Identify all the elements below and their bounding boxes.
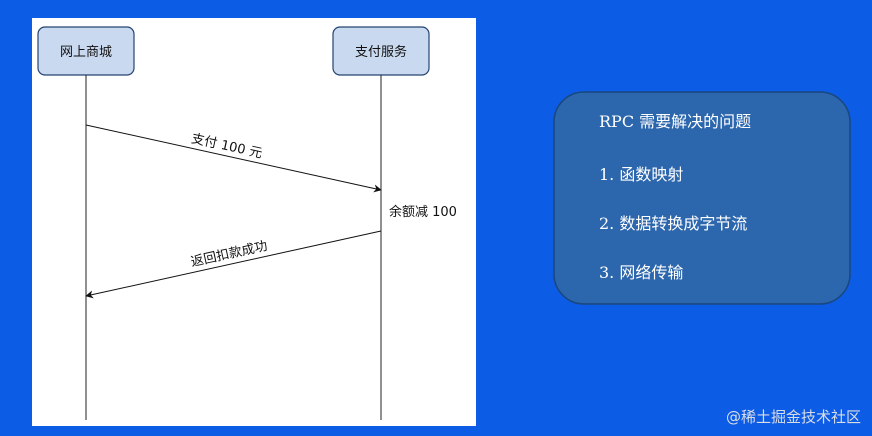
rpc-panel-item-1: 1. 函数映射 [599,165,683,184]
diagram-area [32,18,476,426]
rpc-panel-item-2: 2. 数据转换成字节流 [599,214,747,233]
actor-pay-label: 支付服务 [355,44,407,60]
actor-pay: 支付服务 [332,26,430,76]
rpc-panel-box [553,91,851,305]
actor-mall-label: 网上商城 [60,45,112,60]
rpc-panel: RPC 需要解决的问题 1. 函数映射 2. 数据转换成字节流 3. 网络传输 [553,91,851,305]
watermark: @稀土掘金技术社区 [726,408,861,426]
rpc-panel-title: RPC 需要解决的问题 [599,112,751,131]
balance-note: 余额减 100 [389,204,457,220]
message-return-arrow [85,230,382,299]
actor-mall: 网上商城 [37,26,135,76]
rpc-panel-item-3: 3. 网络传输 [599,263,683,282]
message-pay-arrow [85,124,382,193]
